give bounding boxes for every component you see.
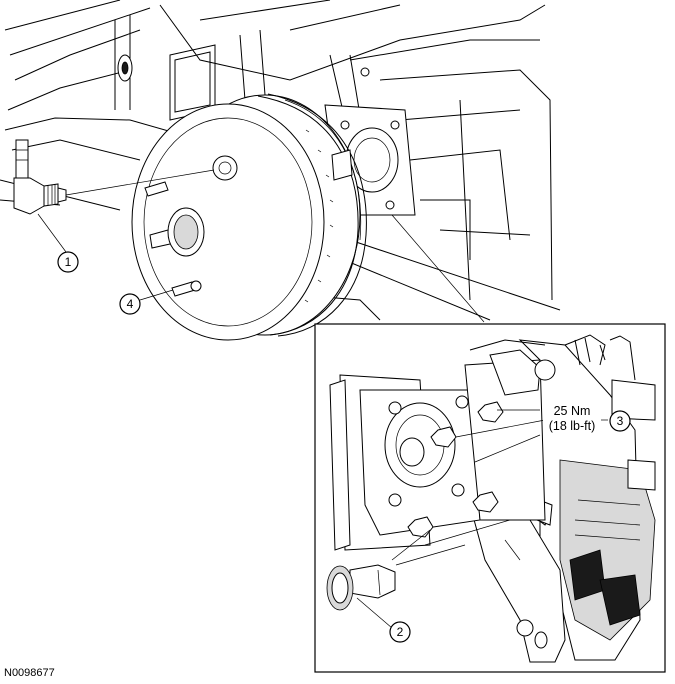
figure-id: N0098677 xyxy=(4,667,55,679)
torque-imperial: (18 lb-ft) xyxy=(549,419,596,433)
callout-1-label: 1 xyxy=(65,255,72,269)
callout-4-label: 4 xyxy=(127,297,134,311)
hose-leader-line xyxy=(65,169,215,196)
callout-2-label: 2 xyxy=(397,625,404,639)
brake-booster xyxy=(131,93,367,341)
callout-3-label: 3 xyxy=(617,414,624,428)
callout-4: 4 xyxy=(119,289,174,315)
callout-3: 3 xyxy=(600,410,631,432)
callout-1: 1 xyxy=(37,213,79,273)
vacuum-hose-connector xyxy=(13,139,67,215)
inset-leader-line xyxy=(391,214,485,323)
torque-metric: 25 Nm xyxy=(554,404,591,418)
pedal-bracket-detail xyxy=(326,334,656,663)
stoplamp-switch xyxy=(326,564,396,611)
booster-nut-group xyxy=(407,401,504,538)
callout-2: 2 xyxy=(356,597,411,643)
